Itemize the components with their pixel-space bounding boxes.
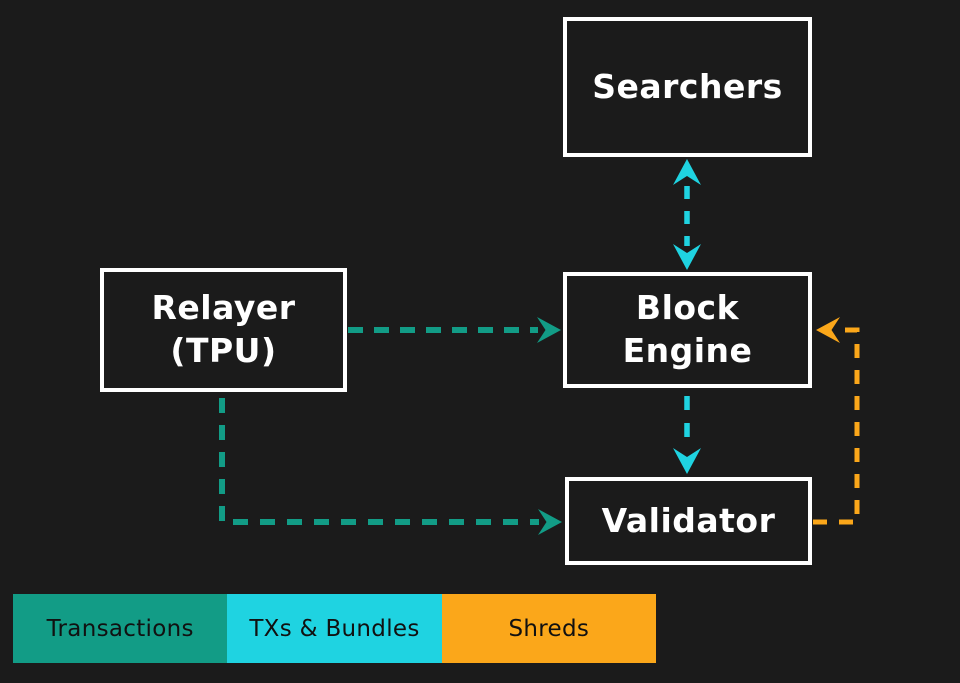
edge-searchers-block-engine	[673, 159, 701, 270]
node-block-engine: Block Engine	[563, 272, 812, 388]
node-block-engine-label: Block Engine	[622, 288, 753, 370]
node-searchers-label: Searchers	[592, 66, 783, 106]
legend-label-transactions: Transactions	[46, 615, 194, 642]
edge-relayer-block-engine	[348, 317, 561, 343]
node-validator-label: Validator	[601, 500, 776, 540]
legend-label-txs-bundles: TXs & Bundles	[249, 615, 420, 642]
arrowhead-right-icon	[538, 509, 562, 535]
edge-relayer-validator	[219, 398, 562, 535]
legend-label-shreds: Shreds	[508, 615, 590, 642]
arrowhead-up-icon	[673, 159, 701, 185]
arrowhead-down-icon	[673, 244, 701, 270]
arrowhead-right-icon	[537, 317, 561, 343]
legend-item-transactions: Transactions	[13, 594, 228, 663]
edge-block-engine-validator	[673, 396, 701, 474]
legend: Transactions TXs & Bundles Shreds	[13, 594, 656, 663]
edge-validator-block-engine	[813, 317, 860, 525]
legend-item-txs-bundles: TXs & Bundles	[227, 594, 442, 663]
node-relayer: Relayer (TPU)	[100, 268, 347, 392]
arrowhead-left-icon	[816, 317, 840, 343]
legend-item-shreds: Shreds	[441, 594, 656, 663]
arrowhead-down-icon	[673, 448, 701, 474]
node-relayer-label: Relayer (TPU)	[151, 288, 296, 370]
node-validator: Validator	[565, 477, 812, 565]
node-searchers: Searchers	[563, 17, 812, 157]
